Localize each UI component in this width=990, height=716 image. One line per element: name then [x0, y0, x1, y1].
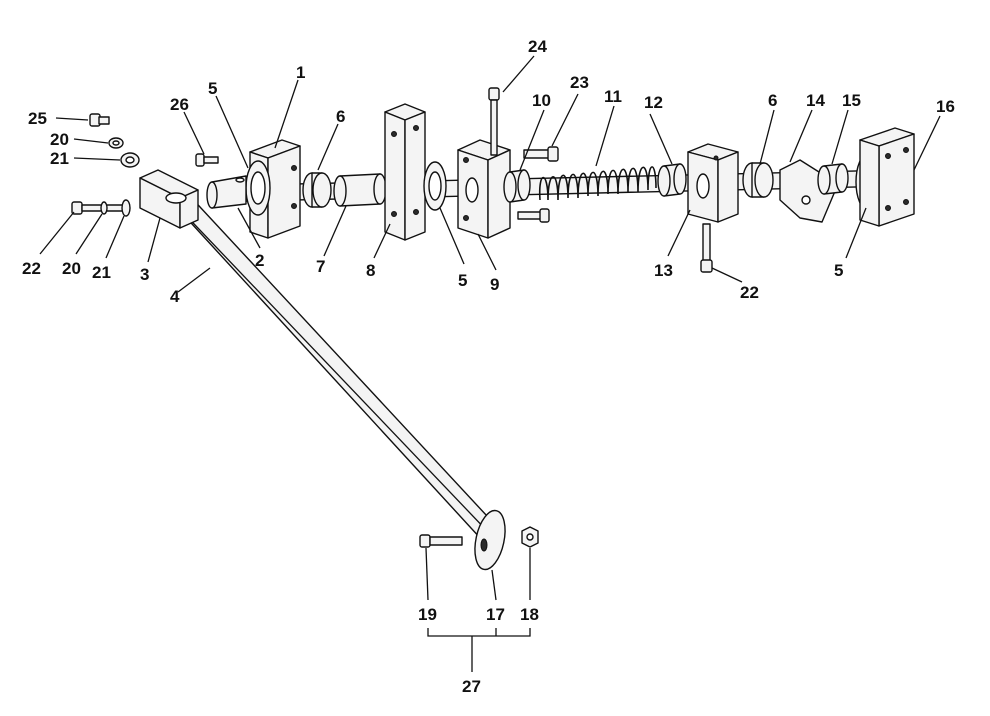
part-23-bolt	[523, 146, 559, 162]
part-7-spacer	[333, 173, 387, 207]
label-part-17: 17	[486, 605, 505, 624]
part-17-disc	[474, 509, 506, 571]
part-4-rod	[169, 192, 501, 541]
label-part-16: 16	[936, 97, 955, 116]
part-12-collar	[657, 163, 687, 197]
label-part-21: 21	[92, 263, 111, 282]
label-part-1: 1	[296, 63, 305, 82]
label-part-23: 23	[570, 73, 589, 92]
label-part-18: 18	[520, 605, 539, 624]
label-part-11: 11	[604, 87, 622, 106]
part-bolt-lower	[517, 208, 550, 223]
part-15-collar	[817, 163, 849, 195]
label-part-21: 21	[50, 149, 69, 168]
label-part-20: 20	[50, 130, 69, 149]
part-19-bolt	[419, 534, 463, 548]
part-6-collar-left	[302, 172, 332, 208]
label-part-20: 20	[62, 259, 81, 278]
label-part-8: 8	[366, 261, 375, 280]
label-part-5: 5	[834, 261, 843, 280]
label-part-2: 2	[255, 251, 264, 270]
label-part-3: 3	[140, 265, 149, 284]
label-part-6: 6	[768, 91, 777, 110]
part-3-block	[139, 169, 199, 229]
part-5-bearing-middle	[423, 161, 447, 211]
label-part-24: 24	[528, 37, 547, 56]
label-part-5: 5	[208, 79, 217, 98]
label-part-7: 7	[316, 257, 325, 276]
label-part-5: 5	[458, 271, 467, 290]
part-9-housing	[457, 139, 511, 239]
label-part-12: 12	[644, 93, 663, 112]
label-part-22: 22	[740, 283, 759, 302]
label-part-26: 26	[170, 95, 189, 114]
label-part-19: 19	[418, 605, 437, 624]
label-part-22: 22	[22, 259, 41, 278]
part-25-bolt	[89, 113, 110, 127]
label-part-6: 6	[336, 107, 345, 126]
label-part-10: 10	[532, 91, 551, 110]
part-18-nut	[521, 526, 539, 548]
part-21-washer-upper	[120, 152, 140, 168]
part-13-block	[687, 143, 739, 223]
part-11-spring	[538, 166, 657, 201]
label-part-9: 9	[490, 275, 499, 294]
label-part-14: 14	[806, 91, 825, 110]
part-10-collar	[503, 169, 531, 203]
label-part-27: 27	[462, 677, 481, 696]
label-part-15: 15	[842, 91, 861, 110]
part-6-collar-right	[742, 162, 774, 198]
part-labels: 1 5 26 25 20 21 22 20 21 3 4 2 6 7 8 5 9…	[22, 37, 955, 696]
part-26-bolt	[195, 153, 219, 167]
part-22-bolt-left	[71, 199, 131, 217]
label-part-13: 13	[654, 261, 673, 280]
part-20-washer-upper	[108, 137, 124, 149]
part-8-plate	[384, 103, 426, 241]
label-part-4: 4	[170, 287, 180, 306]
part-5-bearing-left	[245, 160, 271, 216]
leader-lines	[39, 55, 941, 672]
label-part-25: 25	[28, 109, 47, 128]
part-16-housing	[859, 127, 915, 227]
part-24-bolt	[488, 87, 500, 156]
part-2-shaft-end	[206, 175, 247, 209]
part-22-bolt-right	[700, 223, 713, 273]
